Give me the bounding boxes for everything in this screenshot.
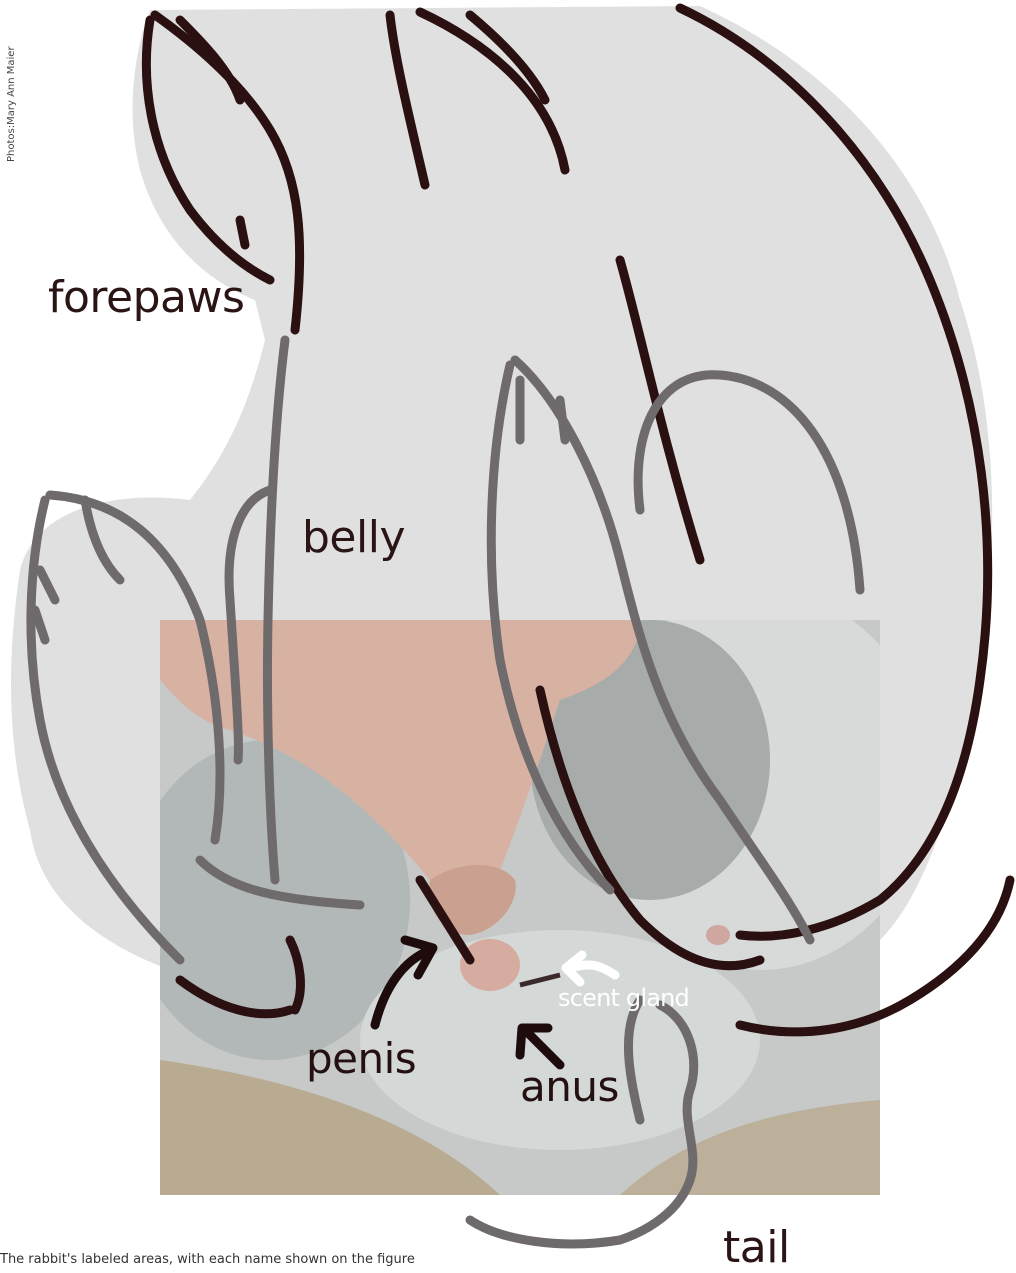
label-forepaws: forepaws bbox=[48, 272, 244, 323]
figure-caption: The rabbit's labeled areas, with each na… bbox=[0, 1252, 415, 1267]
photo-genital-area bbox=[460, 939, 520, 991]
label-scent-gland: scent gland bbox=[558, 984, 689, 1012]
label-belly: belly bbox=[302, 512, 405, 563]
photo-credit-text: Photos:Mary Ann Maier bbox=[6, 46, 17, 162]
label-tail: tail bbox=[723, 1222, 790, 1273]
photo-credit: Photos:Mary Ann Maier bbox=[6, 12, 20, 162]
label-penis: penis bbox=[306, 1034, 416, 1083]
label-anus: anus bbox=[520, 1062, 619, 1111]
photo-teat bbox=[706, 925, 730, 945]
